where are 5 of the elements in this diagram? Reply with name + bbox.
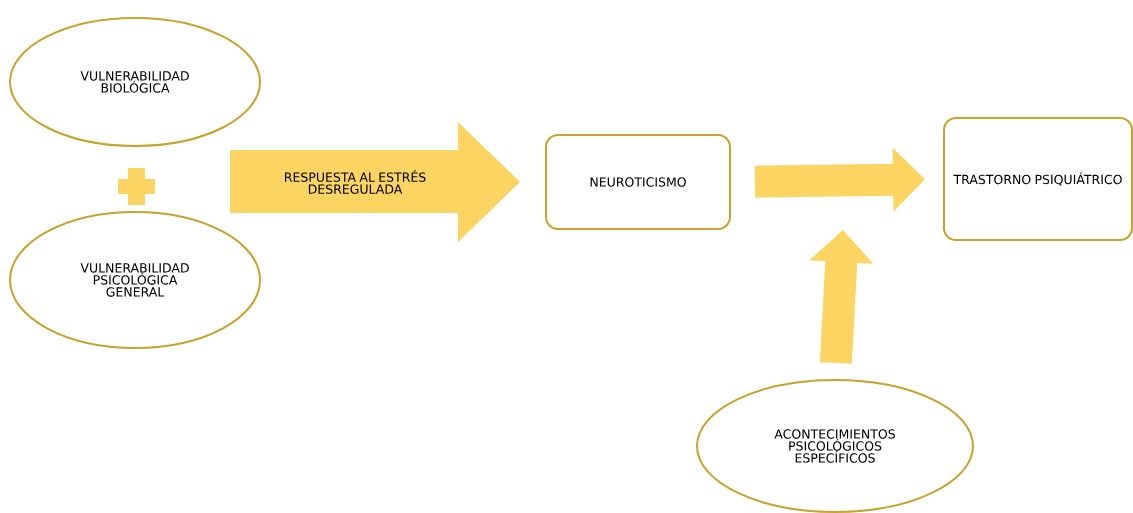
ellipse-node: VULNERABILIDAD PSICOLÓGICA GENERAL (9, 211, 261, 349)
rounded-box: NEUROTICISMO (545, 134, 731, 230)
ellipse-node: ACONTECIMIENTOS PSICOLÓGICOS ESPECÍFICOS (696, 379, 974, 513)
rounded-box: TRASTORNO PSIQUIÁTRICO (943, 117, 1133, 241)
ellipse-node: VULNERABILIDAD BIOLÓGICA (9, 17, 261, 147)
